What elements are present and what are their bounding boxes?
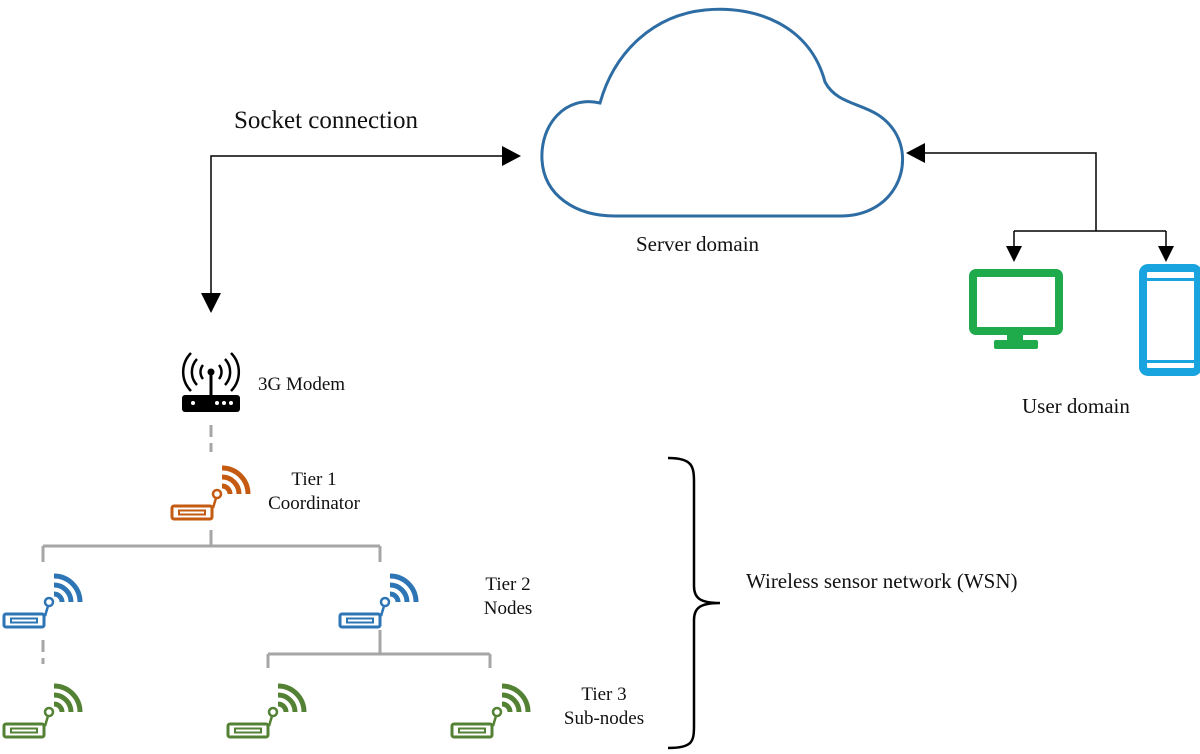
node-sensor-icon-left [4,576,80,627]
coordinator-sensor-icon [172,468,248,519]
tier3-subtitle: Sub-nodes [563,707,645,729]
tier3-title: Tier 3 [581,684,627,705]
network-tree-lines [41,425,492,668]
desktop-monitor-icon [969,269,1063,349]
subnode-sensor-icon-2 [228,686,304,737]
socket-connection-label: Socket connection [234,107,418,134]
subnode-sensor-icon-3 [452,686,528,737]
socket-connection-arrow [201,146,521,313]
smartphone-icon [1139,264,1200,376]
server-domain-label: Server domain [636,232,760,256]
tier3-label: Tier 3 Sub-nodes [549,683,659,731]
tier2-label: Tier 2 Nodes [468,573,548,621]
tier1-subtitle: Coordinator [268,492,360,514]
subnode-sensor-icon-1 [4,686,80,737]
user-domain-label: User domain [1022,394,1130,418]
node-sensor-icon-right [340,576,416,627]
tier2-subtitle: Nodes [483,597,533,619]
user-domain-arrows [906,143,1174,262]
tier2-title: Tier 2 [485,574,531,595]
cloud-icon [540,7,905,218]
wsn-brace [667,456,721,750]
tier1-label: Tier 1 Coordinator [255,468,373,516]
wsn-label: Wireless sensor network (WSN) [746,569,1018,593]
tier1-title: Tier 1 [291,469,337,490]
modem-label: 3G Modem [258,374,346,395]
modem-router-icon [181,352,241,412]
